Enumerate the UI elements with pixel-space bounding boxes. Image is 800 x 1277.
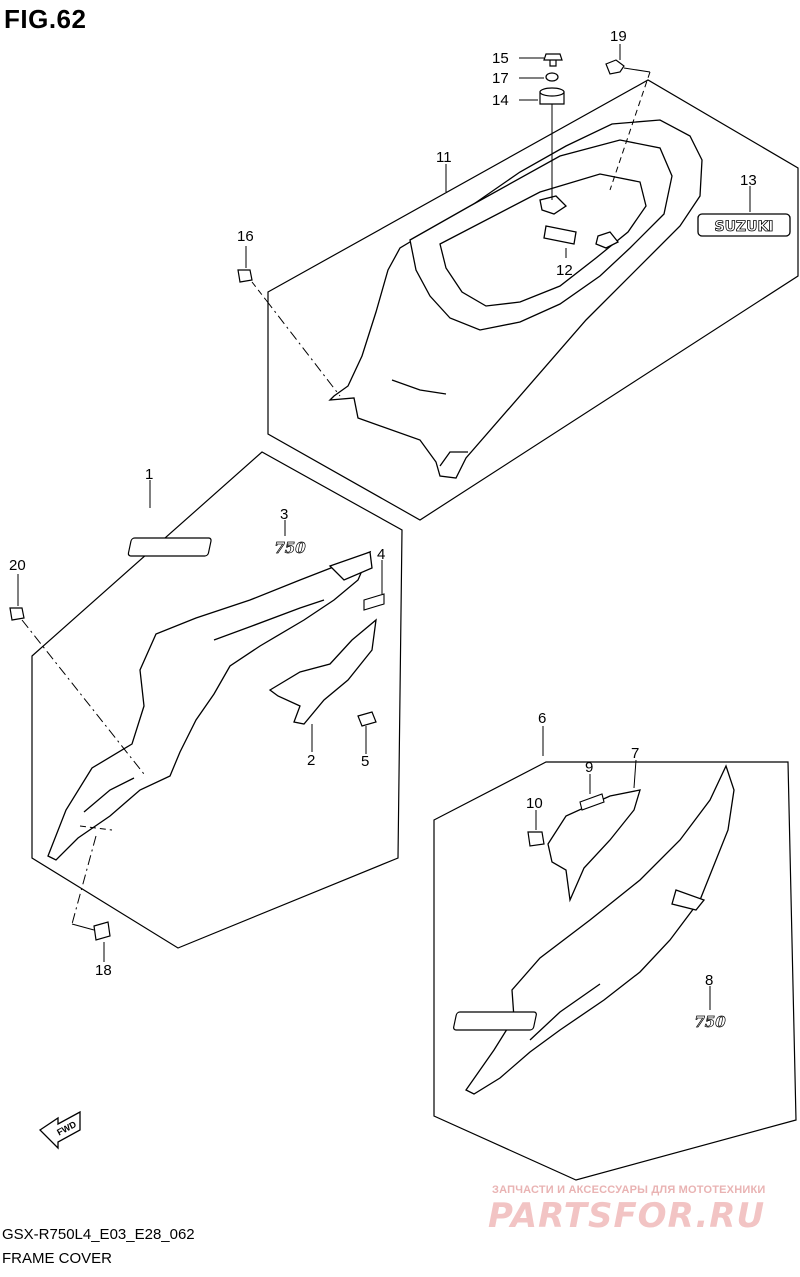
group-box-frame-cover-left bbox=[31, 451, 403, 949]
callout-9: 9 bbox=[585, 759, 593, 776]
callout-12: 12 bbox=[556, 262, 573, 279]
emblem-750-right-part: 750 bbox=[453, 1011, 727, 1031]
callout-20: 20 bbox=[9, 557, 26, 574]
callout-7: 7 bbox=[631, 745, 639, 762]
drawing-code: GSX-R750L4_E03_E28_062 bbox=[2, 1226, 195, 1243]
emblem-750-left-part: 750 bbox=[127, 537, 307, 557]
suzuki-emblem-text: SUZUKI bbox=[714, 219, 773, 235]
callout-18: 18 bbox=[95, 962, 112, 979]
sticker-9-part bbox=[579, 793, 605, 811]
callout-4: 4 bbox=[377, 546, 385, 563]
group-box-tail-cover bbox=[267, 79, 799, 521]
callout-6: 6 bbox=[538, 710, 546, 727]
callout-13: 13 bbox=[740, 172, 757, 189]
watermark-logo: PARTSFOR.RU bbox=[488, 1196, 766, 1236]
callout-11: 11 bbox=[436, 149, 452, 166]
frame-cover-left-part bbox=[47, 550, 373, 861]
callout-labels: 1 1 2 3 4 5 6 7 8 9 10 11 12 13 14 15 16… bbox=[9, 28, 757, 989]
callout-2: 2 bbox=[307, 752, 315, 769]
drawing-name: FRAME COVER bbox=[2, 1250, 113, 1267]
screw-20-part bbox=[9, 607, 25, 621]
fwd-arrow-icon: FWD bbox=[38, 1110, 81, 1150]
callout-8: 8 bbox=[705, 972, 713, 989]
cover-7-part bbox=[547, 789, 641, 903]
callout-14: 14 bbox=[492, 92, 509, 109]
hardware-parts-top bbox=[9, 53, 625, 941]
callout-19: 19 bbox=[610, 28, 627, 45]
emblem-750-left-text: 750 bbox=[274, 539, 306, 557]
washer-17-part bbox=[545, 72, 559, 82]
screw-15-part bbox=[543, 53, 563, 67]
emblem-750-right-text: 750 bbox=[694, 1013, 726, 1031]
callout-15-label: 15 bbox=[492, 50, 509, 67]
callout-17: 17 bbox=[492, 70, 509, 87]
callout-3: 3 bbox=[280, 506, 288, 523]
suzuki-emblem-part bbox=[697, 213, 791, 237]
sticker-4-part bbox=[363, 593, 385, 611]
screw-16-part bbox=[237, 269, 253, 283]
callout-1: 1 bbox=[145, 466, 153, 483]
screw-19-part bbox=[605, 59, 625, 75]
screw-5-part bbox=[357, 711, 377, 727]
watermark-tagline: ЗАПЧАСТИ И АКСЕССУАРЫ ДЛЯ МОТОТЕХНИКИ bbox=[492, 1184, 766, 1196]
callout-16: 16 bbox=[237, 228, 254, 245]
callout-5: 5 bbox=[361, 753, 369, 770]
figure-title: FIG.62 bbox=[4, 4, 87, 34]
leader-lines bbox=[17, 44, 751, 1010]
nut-18-part bbox=[93, 921, 111, 941]
group-box-frame-cover-right bbox=[433, 761, 797, 1181]
screw-10-part bbox=[527, 831, 545, 847]
seat-tail-cover-part bbox=[328, 119, 703, 479]
cover-2-part bbox=[268, 618, 377, 725]
callout-10: 10 bbox=[526, 795, 543, 812]
